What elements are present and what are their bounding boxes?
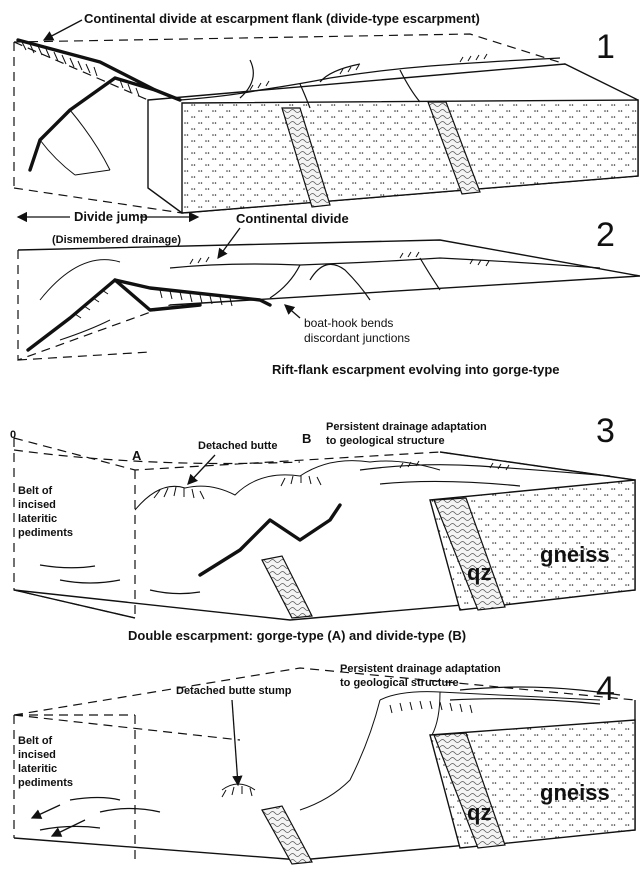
panel-1-title: Continental divide at escarpment flank (… xyxy=(84,11,480,26)
river-3-main xyxy=(360,465,610,486)
boat-hook-arrow xyxy=(285,305,300,318)
divide-pointer-arrow xyxy=(44,20,82,40)
belt-label-3-line2: incised xyxy=(18,499,56,511)
continental-divide-label: Continental divide xyxy=(236,211,349,226)
panel-1-number: 1 xyxy=(596,28,615,66)
river-4-main xyxy=(450,687,620,704)
pediment-4-flow-arrow-1 xyxy=(32,805,60,818)
escarpment-4-hachures xyxy=(390,701,472,713)
escarpment-1-rim xyxy=(18,40,155,170)
persistent-drainage-label-4a: Persistent drainage adaptation xyxy=(340,663,501,675)
belt-label-3-line1: Belt of xyxy=(18,485,53,497)
panel-3-caption: Double escarpment: gorge-type (A) and di… xyxy=(128,628,466,643)
qz-dike-3b xyxy=(262,556,312,618)
point-b-label: B xyxy=(302,431,311,446)
gneiss-label-4: gneiss xyxy=(540,780,610,805)
persistent-drainage-label-2: to geological structure xyxy=(326,435,445,447)
panel-2: Divide jump (Dismembered drainage) Conti… xyxy=(18,209,640,377)
belt-label-4-line1: Belt of xyxy=(18,735,53,747)
profile-zero-label: 0 xyxy=(10,429,16,441)
detached-stump-label: Detached butte stump xyxy=(176,685,292,697)
belt-label-4-line4: pediments xyxy=(18,777,73,789)
escarpment-1-spur xyxy=(40,110,110,175)
river-1-main xyxy=(180,58,560,100)
dismembered-drainage-label: (Dismembered drainage) xyxy=(52,234,181,246)
panel-3-number: 3 xyxy=(596,412,615,450)
panel-1: Continental divide at escarpment flank (… xyxy=(14,11,638,213)
block-2-top xyxy=(18,240,640,305)
qz-dike-4b xyxy=(262,806,312,864)
block-1-front-face xyxy=(182,100,638,213)
panel-2-number: 2 xyxy=(596,216,615,254)
panel-4: Persistent drainage adaptation to geolog… xyxy=(14,663,635,864)
pediment-3-channels xyxy=(40,565,200,594)
escarpment-1-hachures xyxy=(22,42,139,96)
gneiss-label-3: gneiss xyxy=(540,542,610,567)
qz-label-4: qz xyxy=(467,800,491,825)
panel-2-relief-lines xyxy=(40,260,120,340)
belt-label-4-line2: incised xyxy=(18,749,56,761)
divide-jump-label: Divide jump xyxy=(74,209,148,224)
discordant-junctions-label: discordant junctions xyxy=(304,331,410,345)
detached-butte-label: Detached butte xyxy=(198,440,277,452)
belt-label-4-line3: lateritic xyxy=(18,763,57,775)
continental-divide-arrow xyxy=(218,228,240,258)
panel-3: 0 A B Detached butte Persistent drainage… xyxy=(10,412,635,643)
panel-2-caption: Rift-flank escarpment evolving into gorg… xyxy=(272,362,560,377)
panel-4-number: 4 xyxy=(596,670,615,708)
escarpment-2-rim xyxy=(28,280,270,350)
persistent-drainage-label-4b: to geological structure xyxy=(340,677,459,689)
river-2-main xyxy=(170,258,600,268)
detached-butte-arrow xyxy=(188,455,215,484)
boat-hook-label: boat-hook bends xyxy=(304,316,393,330)
persistent-drainage-label-1: Persistent drainage adaptation xyxy=(326,421,487,433)
relief-3-skyline xyxy=(135,461,440,510)
pediment-4-channels xyxy=(40,798,160,831)
river-3-valley-hachures xyxy=(400,461,509,470)
qz-label-3: qz xyxy=(467,560,491,585)
detached-stump-arrow xyxy=(232,700,238,785)
belt-label-3-line4: pediments xyxy=(18,527,73,539)
block-2-outline xyxy=(18,250,170,360)
belt-label-3-line3: lateritic xyxy=(18,513,57,525)
